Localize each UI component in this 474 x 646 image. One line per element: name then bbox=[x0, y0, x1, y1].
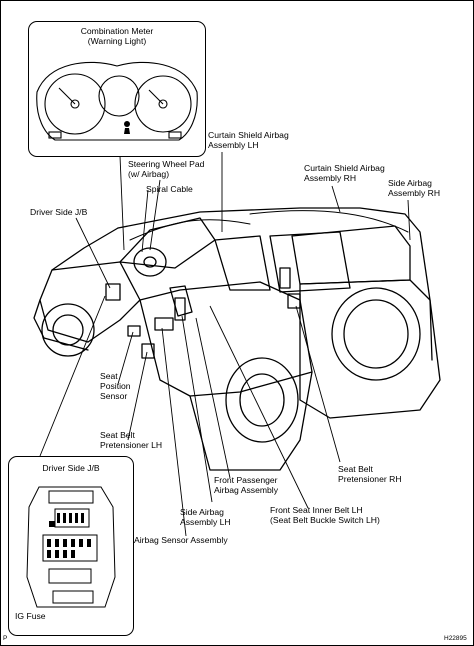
label-seat-position-sensor: Seat Position Sensor bbox=[100, 371, 131, 401]
steering-wheel bbox=[133, 247, 167, 277]
junction-block-drawing bbox=[26, 486, 116, 608]
vehicle-side bbox=[139, 281, 313, 397]
front-wheel bbox=[41, 303, 95, 357]
driver-jb-component bbox=[105, 283, 121, 301]
pretensioner-rh-component bbox=[287, 293, 301, 309]
meter-drawing bbox=[36, 61, 198, 141]
spare-tire bbox=[331, 287, 421, 381]
airbag-sensor-component bbox=[154, 317, 174, 331]
combination-meter-inset: Combination Meter (Warning Light) bbox=[28, 21, 206, 157]
label-front-passenger-airbag: Front Passenger Airbag Assembly bbox=[214, 475, 279, 495]
label-seat-belt-pretensioner-lh: Seat Belt Pretensioner LH bbox=[100, 430, 163, 450]
rear-wheel bbox=[225, 357, 299, 443]
driver-side-jb-inset-label: Driver Side J/B bbox=[42, 463, 100, 473]
label-front-seat-inner-belt: Front Seat Inner Belt LH (Seat Belt Buck… bbox=[270, 505, 380, 525]
curtain-airbag-lh bbox=[129, 219, 251, 241]
corner-mark-left: P bbox=[3, 635, 8, 642]
warning-light-icon bbox=[124, 121, 130, 134]
ig-fuse-label: IG Fuse bbox=[15, 611, 46, 621]
label-driver-side-jb: Driver Side J/B bbox=[30, 207, 88, 217]
side-airbag-rh-component bbox=[279, 267, 291, 289]
ig-fuse-marker bbox=[49, 521, 55, 527]
windshield bbox=[119, 217, 216, 269]
label-side-airbag-lh: Side Airbag Assembly LH bbox=[180, 507, 231, 527]
center-gauge-dial bbox=[98, 75, 140, 117]
label-curtain-shield-airbag-rh: Curtain Shield Airbag Assembly RH bbox=[304, 163, 385, 183]
label-spiral-cable: Spiral Cable bbox=[146, 184, 193, 194]
label-seat-belt-pretensioner-rh: Seat Belt Pretensioner RH bbox=[338, 464, 402, 484]
curtain-airbag-rh bbox=[249, 210, 409, 233]
label-curtain-shield-airbag-lh: Curtain Shield Airbag Assembly LH bbox=[208, 130, 289, 150]
rear-window bbox=[291, 225, 411, 285]
tachometer-dial bbox=[134, 75, 192, 133]
figure-code: H22895 bbox=[444, 635, 467, 642]
side-window-front bbox=[214, 235, 271, 291]
driver-side-jb-inset: Driver Side J/B IG Fuse bbox=[8, 456, 134, 636]
seat-position-sensor-component bbox=[127, 325, 141, 337]
label-steering-wheel-pad: Steering Wheel Pad (w/ Airbag) bbox=[128, 159, 205, 179]
side-airbag-lh-component bbox=[174, 297, 186, 321]
vehicle-rear bbox=[299, 279, 441, 419]
label-airbag-sensor-assembly: Airbag Sensor Assembly bbox=[134, 535, 228, 545]
speedometer-dial bbox=[44, 73, 106, 135]
combination-meter-label: Combination Meter (Warning Light) bbox=[80, 26, 154, 46]
pretensioner-lh-component bbox=[141, 343, 155, 359]
label-side-airbag-rh: Side Airbag Assembly RH bbox=[388, 178, 441, 198]
vehicle-hood bbox=[51, 261, 141, 343]
vehicle-roof-outline bbox=[117, 207, 433, 361]
